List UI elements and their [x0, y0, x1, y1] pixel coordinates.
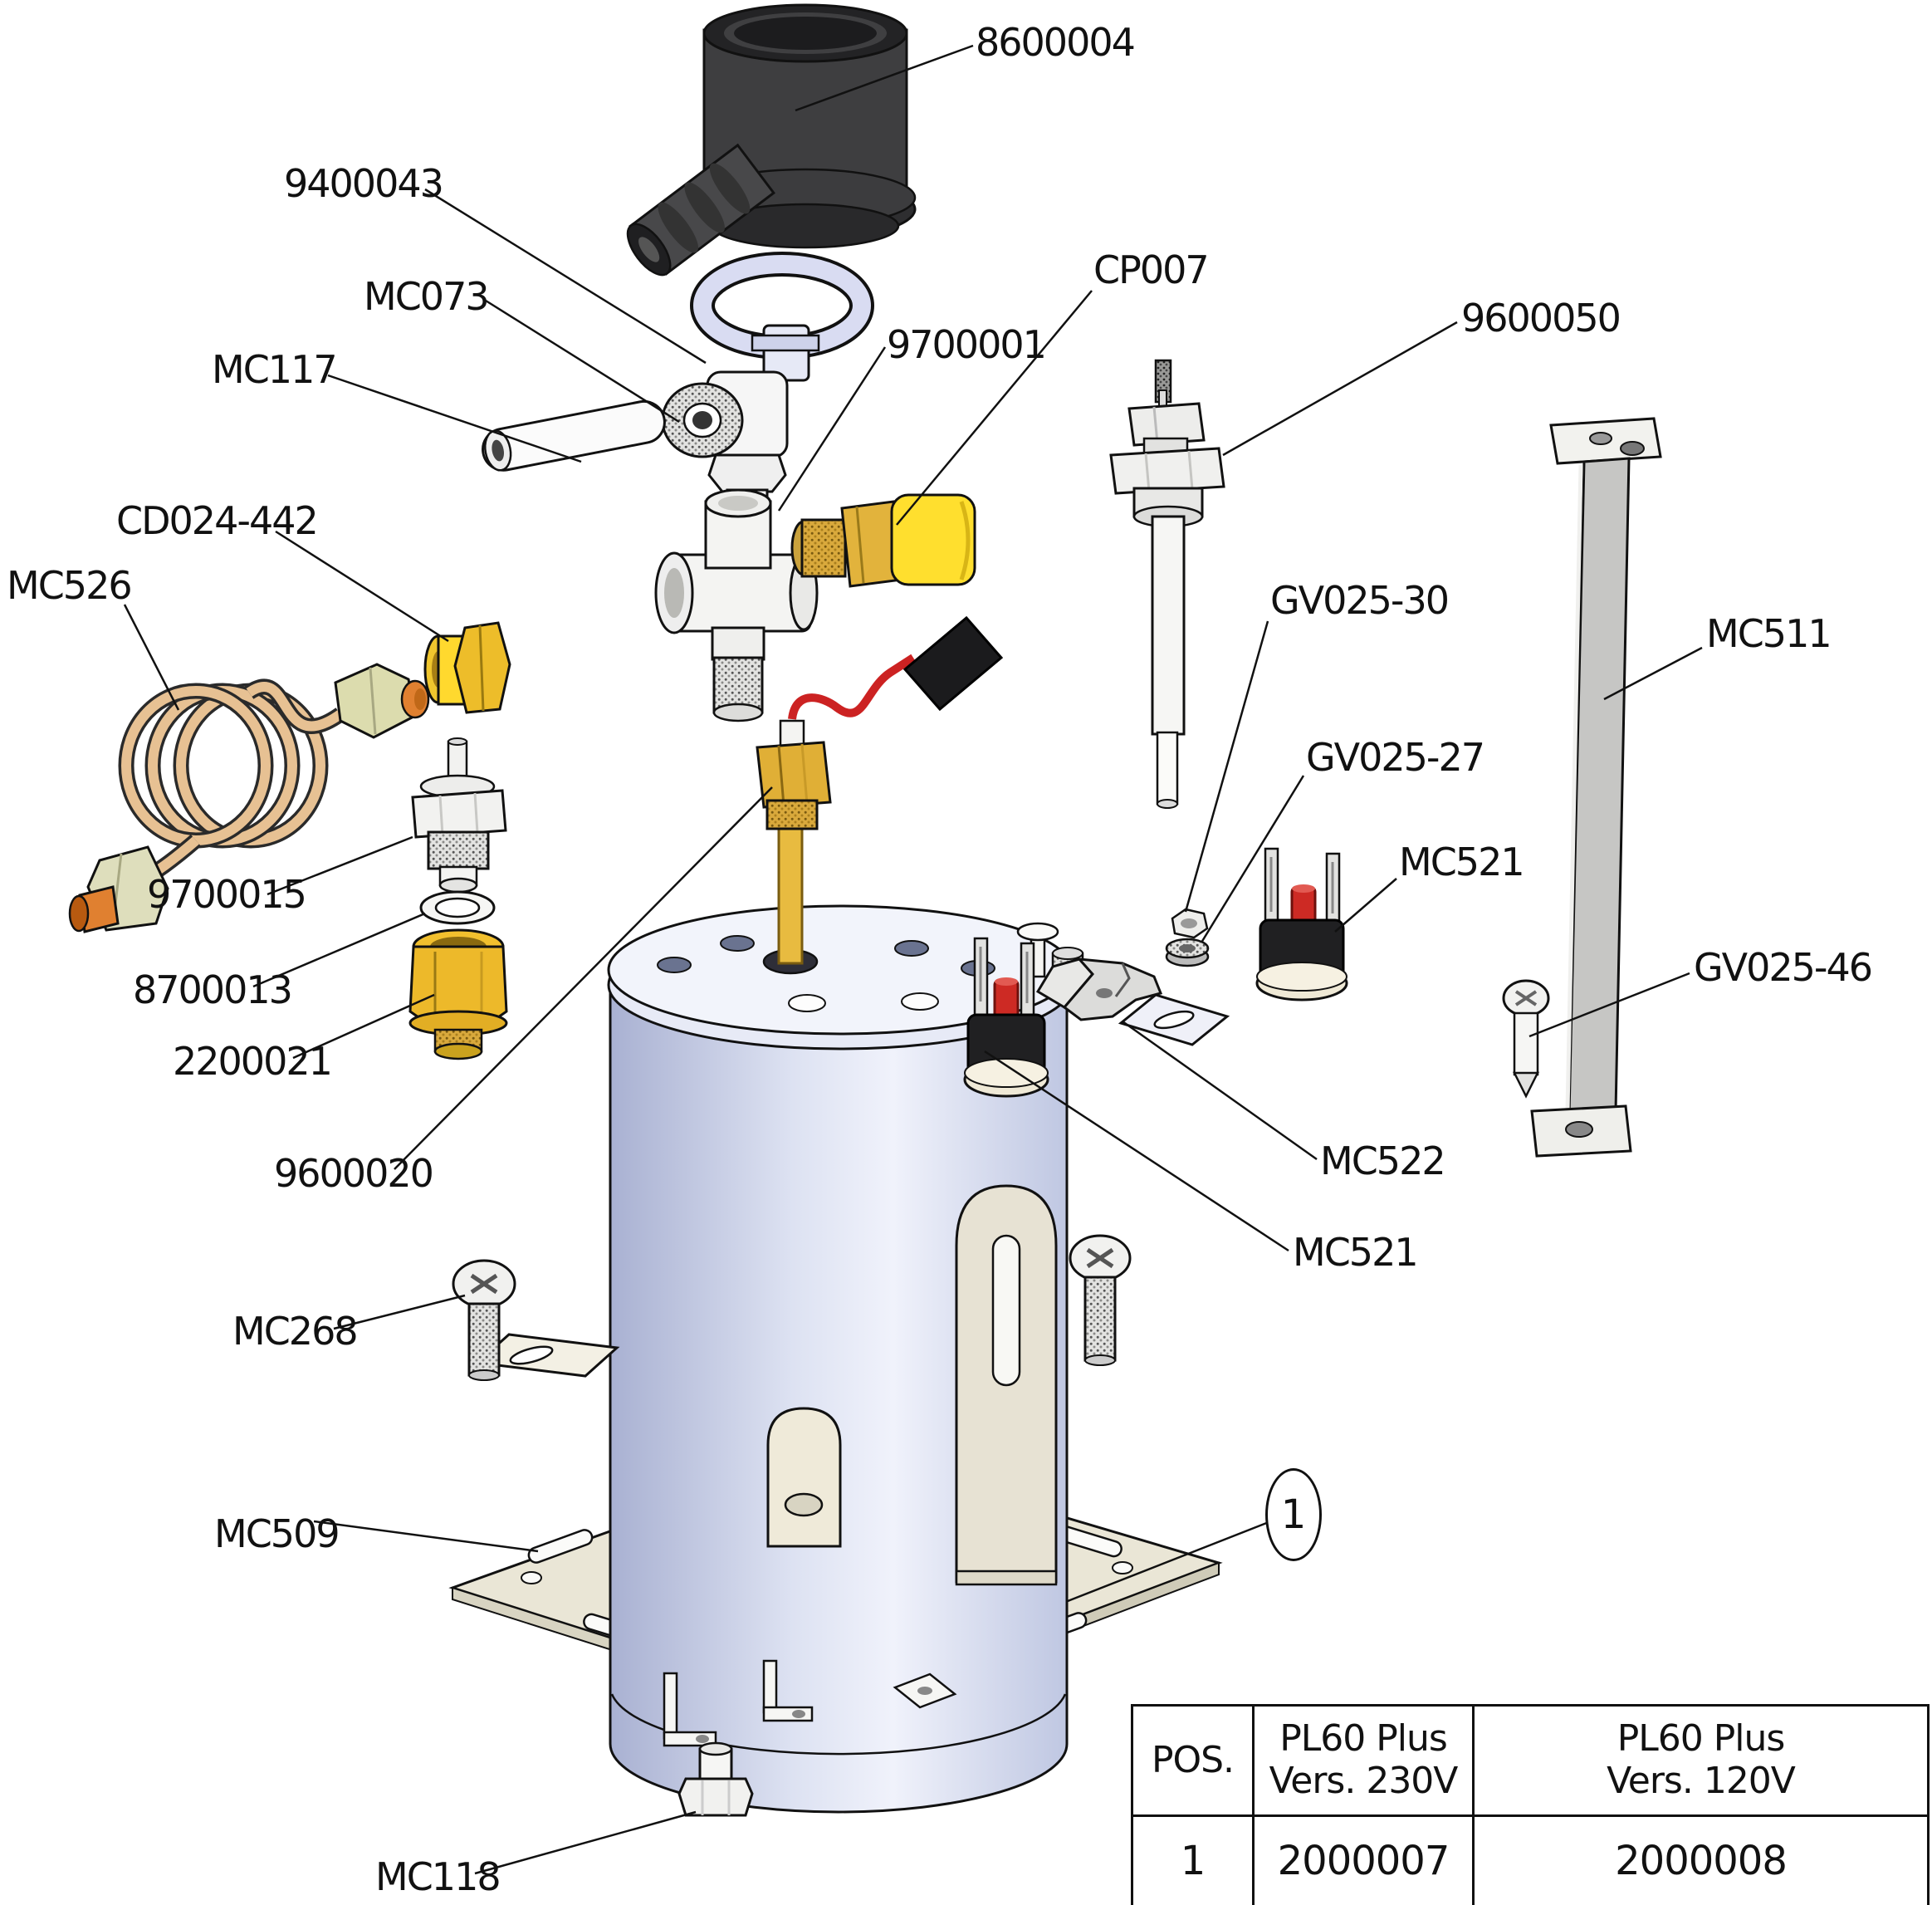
header-230v-line1: PL60 Plus [1279, 1717, 1448, 1761]
leader-mc521-left [984, 1050, 1289, 1252]
header-120v-line1: PL60 Plus [1617, 1717, 1786, 1761]
part-label-mc522: MC522 [1320, 1139, 1446, 1183]
table-row-120v: 2000008 [1472, 1814, 1927, 1905]
bottom-terminals [663, 1659, 957, 1747]
part-label-mc521-right: MC521 [1399, 840, 1525, 884]
part-label-mc268: MC268 [232, 1309, 359, 1354]
table-header-pos: POS. [1133, 1707, 1252, 1814]
leader-mc118 [474, 1810, 697, 1875]
table-header-120v: PL60 Plus Vers. 120V [1472, 1707, 1927, 1814]
part-label-8600004: 8600004 [976, 20, 1136, 65]
part-gasket-8700013 [419, 890, 496, 925]
leader-mc509 [313, 1520, 539, 1553]
leader-mc073 [485, 299, 680, 424]
parts-table: POS. PL60 Plus Vers. 230V PL60 Plus Vers… [1131, 1704, 1930, 1905]
part-expansion-valve-9700015 [411, 737, 507, 894]
leader-callout-1 [1067, 1521, 1269, 1603]
leader-gv025-46 [1528, 972, 1690, 1038]
wire-connector [902, 615, 1004, 712]
part-label-gv025-27: GV025-27 [1306, 735, 1485, 780]
leader-mc268 [333, 1294, 466, 1330]
leader-gv025-27 [1200, 775, 1305, 943]
part-screw-gv025-46 [1502, 979, 1550, 1099]
table-header-230v: PL60 Plus Vers. 230V [1252, 1707, 1472, 1814]
part-level-probe-9600050 [1109, 359, 1225, 809]
part-safety-valve-cp007 [790, 493, 976, 588]
part-front-bracket [766, 1407, 842, 1548]
leader-9700001 [777, 346, 887, 512]
part-thermostat-clip-mc522 [1035, 957, 1163, 1021]
leader-8600004 [795, 44, 974, 112]
part-label-mc509: MC509 [214, 1511, 340, 1556]
part-label-mc118: MC118 [375, 1854, 501, 1899]
leader-mc522 [1122, 1020, 1318, 1161]
boot-hose-barb [626, 143, 775, 277]
header-pos-text: POS. [1151, 1738, 1235, 1781]
table-row-pos: 1 [1133, 1814, 1252, 1905]
part-label-9400043: 9400043 [284, 161, 444, 206]
part-label-8700013: 8700013 [133, 967, 293, 1012]
callout-number: 1 [1280, 1491, 1307, 1538]
leader-8700013 [252, 912, 426, 988]
part-washer-gv025-27 [1165, 938, 1210, 967]
part-label-mc073: MC073 [364, 274, 490, 319]
part-label-9700015: 9700015 [147, 872, 307, 917]
part-union-fitting-cd024-442 [423, 621, 511, 714]
header-230v-line2: Vers. 230V [1269, 1760, 1459, 1802]
leader-mc521-right [1334, 878, 1397, 933]
row-pos-value: 1 [1180, 1838, 1206, 1885]
part-side-bracket [955, 1184, 1058, 1586]
part-label-9700001: 9700001 [887, 322, 1047, 367]
part-brass-bushing-2200021 [408, 928, 508, 1060]
part-hose-clamp-9400043 [690, 252, 874, 382]
part-label-cp007: CP007 [1093, 247, 1210, 292]
part-label-2200021: 2200021 [173, 1039, 333, 1084]
part-label-gv025-30: GV025-30 [1270, 578, 1450, 623]
part-nut-gv025-30 [1171, 908, 1209, 939]
part-cross-fitting-9700001 [654, 488, 819, 722]
part-capillary-coil-mc526 [68, 663, 430, 933]
leader-9700015 [267, 835, 413, 896]
leader-9600020 [394, 786, 773, 1170]
part-label-mc117: MC117 [212, 347, 338, 392]
part-nut-mc118 [677, 1741, 754, 1817]
part-label-gv025-46: GV025-46 [1694, 945, 1873, 990]
header-120v-line2: Vers. 120V [1607, 1760, 1796, 1802]
part-screw-right [1069, 1234, 1132, 1366]
leader-gv025-30 [1184, 620, 1269, 913]
row-230v-value: 2000007 [1277, 1838, 1450, 1885]
leader-2200021 [292, 993, 435, 1060]
part-heating-element-9600020 [756, 615, 1004, 965]
leader-cp007 [896, 290, 1093, 526]
part-label-mc526: MC526 [7, 563, 133, 608]
callout-balloon-1: 1 [1265, 1468, 1322, 1561]
part-label-9600020: 9600020 [274, 1151, 434, 1196]
part-steam-boot-8600004 [626, 3, 917, 277]
leader-lines [123, 44, 1703, 1875]
leader-9600050 [1222, 321, 1458, 457]
part-label-cd024-442: CD024-442 [116, 498, 319, 543]
part-label-mc521-left: MC521 [1293, 1230, 1419, 1275]
part-label-mc511: MC511 [1706, 611, 1832, 656]
leader-mc117 [327, 374, 582, 463]
part-boiler-body [474, 904, 1230, 1814]
part-screw-mc268 [452, 1259, 516, 1381]
red-wire [788, 654, 916, 720]
part-label-9600050: 9600050 [1461, 296, 1621, 340]
part-thermostat-right-mc521 [1255, 847, 1348, 1001]
table-row-230v: 2000007 [1252, 1814, 1472, 1905]
leader-9400043 [424, 188, 707, 365]
leader-cd024-442 [275, 530, 449, 643]
row-120v-value: 2000008 [1615, 1838, 1788, 1885]
leader-mc511 [1603, 646, 1703, 701]
part-tube-mc117 [482, 399, 666, 472]
part-wall-bracket-mc511 [1530, 417, 1662, 1158]
leader-mc526 [123, 604, 180, 711]
